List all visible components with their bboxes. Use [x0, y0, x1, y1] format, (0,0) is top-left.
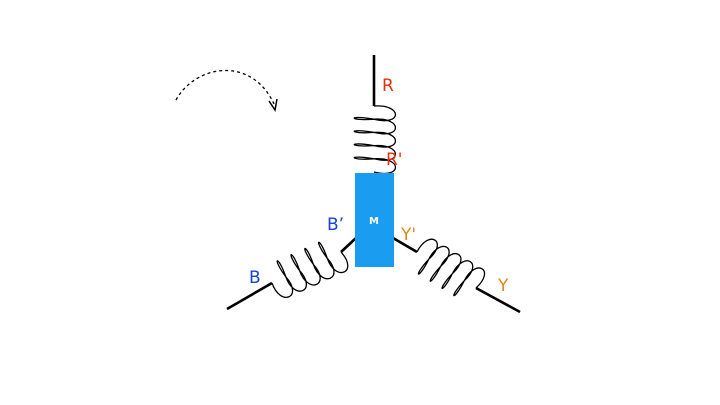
y-coil: [416, 238, 486, 297]
label-b-prime: B’: [327, 215, 344, 235]
label-y-prime: Y': [400, 225, 416, 245]
r-phase-winding: [353, 55, 396, 175]
center-label: M: [369, 216, 379, 227]
label-r: R: [382, 76, 394, 96]
b-connector: [340, 237, 357, 253]
b-phase-winding: [226, 237, 357, 311]
label-r-prime: R': [386, 150, 403, 170]
b-lead: [226, 281, 273, 311]
rotation-arrow-icon: [175, 69, 278, 112]
r-coil: [353, 105, 396, 175]
label-y: Y: [497, 276, 509, 296]
b-coil: [271, 241, 349, 298]
y-lead: [475, 286, 521, 314]
label-b: B: [249, 268, 261, 288]
y-phase-winding: [392, 236, 521, 314]
center-block: [355, 173, 394, 267]
y-connector: [392, 236, 418, 254]
